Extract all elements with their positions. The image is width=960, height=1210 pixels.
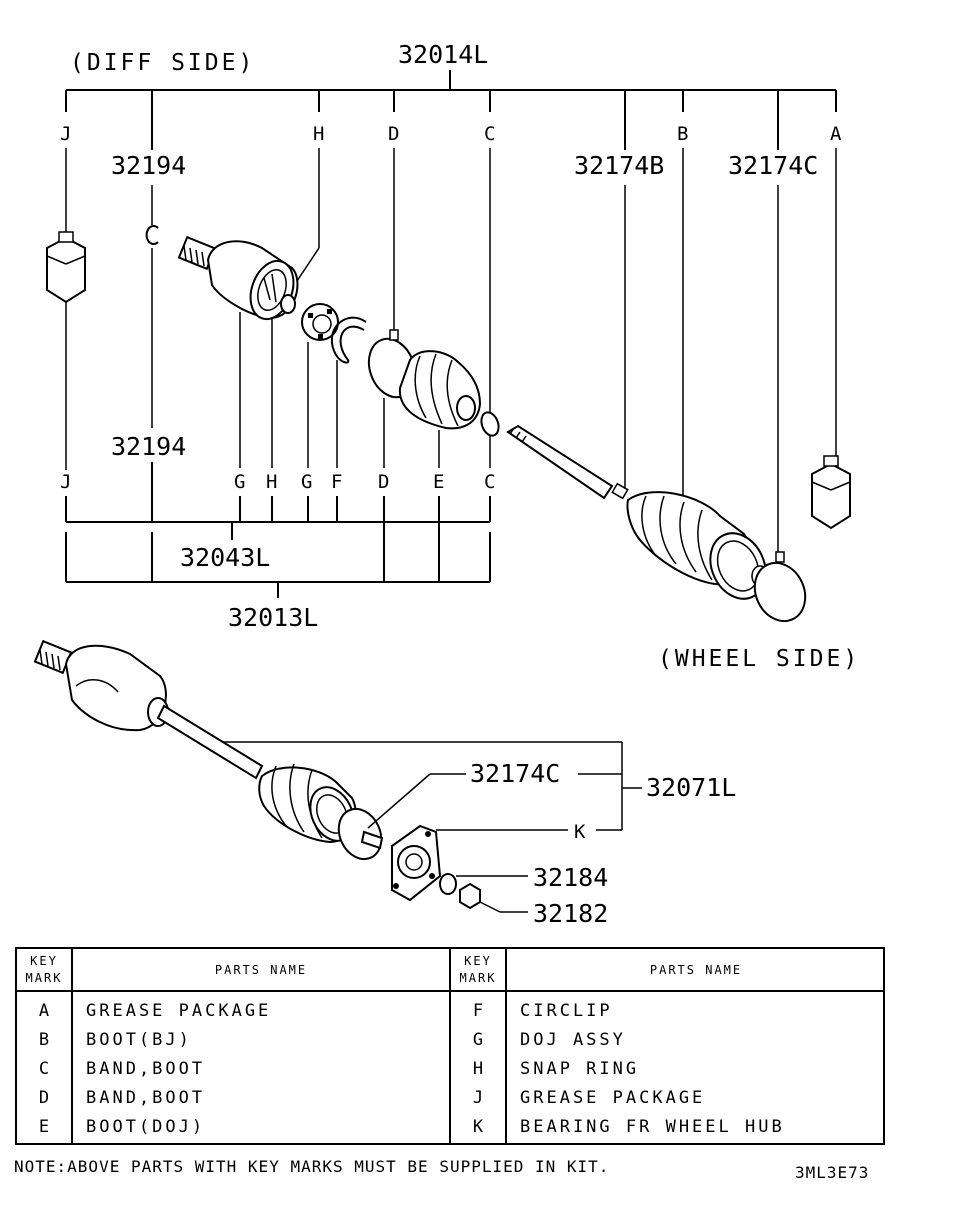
snap-ring-32194-part[interactable] — [145, 225, 159, 245]
table-header-key-left-1: KEY — [30, 954, 58, 968]
circlip-f-part[interactable] — [330, 316, 367, 364]
table-row-name: BEARING FR WHEEL HUB — [520, 1117, 785, 1137]
diff-side-label: (DIFF SIDE) — [70, 50, 255, 76]
band-boot-c-part[interactable] — [478, 410, 501, 438]
key-mark-bottom-j: J — [60, 471, 71, 493]
snap-ring-h-part[interactable] — [280, 294, 296, 314]
grease-package-j-part[interactable] — [46, 231, 86, 304]
part-number-32174C-lower[interactable]: 32174C — [470, 759, 560, 788]
boot-doj-e-part[interactable] — [398, 350, 482, 430]
part-number-32014L[interactable]: 32014L — [398, 40, 488, 69]
bearing-fr-wheel-hub-part[interactable] — [391, 824, 442, 902]
table-header-key-right-1: KEY — [464, 954, 492, 968]
key-mark-parts-table — [15, 947, 885, 1145]
table-header-key-right-2: MARK — [460, 971, 497, 985]
table-row-name: BAND,BOOT — [86, 1059, 205, 1079]
key-mark-bottom-g2: G — [301, 471, 312, 493]
table-row-name: DOJ ASSY — [520, 1030, 626, 1050]
table-row-name: CIRCLIP — [520, 1001, 613, 1021]
driveshaft-assembly-lower[interactable] — [33, 639, 389, 866]
table-row-key: J — [473, 1088, 483, 1108]
key-mark-top-j: J — [60, 123, 71, 145]
key-mark-bottom-g1: G — [234, 471, 245, 493]
nut-32182-part[interactable] — [459, 882, 481, 910]
key-mark-top-a: A — [830, 123, 842, 145]
kit-32043L-bracket — [65, 462, 491, 540]
key-mark-top-h: H — [313, 123, 324, 145]
table-row-key: H — [473, 1059, 483, 1079]
table-row-key: E — [39, 1117, 49, 1137]
table-row-key: D — [39, 1088, 49, 1108]
table-row-key: A — [39, 1001, 49, 1021]
axle-shaft-part[interactable] — [506, 424, 629, 500]
part-number-32194-bottom[interactable]: 32194 — [111, 432, 186, 461]
bottom-leader-lines — [239, 312, 491, 468]
key-mark-top-d: D — [388, 123, 399, 145]
part-number-32194-top[interactable]: 32194 — [111, 151, 186, 180]
grease-package-a-part[interactable] — [811, 455, 851, 530]
table-row-key: C — [39, 1059, 49, 1079]
kit-note: NOTE:ABOVE PARTS WITH KEY MARKS MUST BE … — [14, 1157, 609, 1176]
wheel-side-label: (WHEEL SIDE) — [658, 646, 860, 672]
diagram-code: 3ML3E73 — [795, 1163, 869, 1182]
table-row-name: SNAP RING — [520, 1059, 639, 1079]
key-mark-bottom-f: F — [331, 471, 342, 493]
table-row-name: GREASE PACKAGE — [86, 1001, 271, 1021]
table-row-key: F — [473, 1001, 483, 1021]
key-mark-hub-k: K — [574, 821, 586, 843]
top-leader-lines — [65, 148, 837, 558]
part-number-32174C-top[interactable]: 32174C — [728, 151, 818, 180]
table-row-key: G — [473, 1030, 483, 1050]
doj-inner-cage-part[interactable] — [301, 303, 339, 341]
table-header-name-left: PARTS NAME — [215, 963, 307, 977]
key-mark-top-b: B — [677, 123, 688, 145]
key-mark-bottom-h: H — [266, 471, 277, 493]
part-number-32174B[interactable]: 32174B — [574, 151, 664, 180]
top-callout-bracket — [65, 70, 837, 150]
table-row-name: BAND,BOOT — [86, 1088, 205, 1108]
lower-callout-lines — [222, 741, 642, 913]
table-row-key: B — [39, 1030, 49, 1050]
part-number-32013L[interactable]: 32013L — [228, 603, 318, 632]
band-boot-c-wheel-part[interactable] — [746, 551, 815, 629]
table-row-name: BOOT(DOJ) — [86, 1117, 205, 1137]
part-number-32184[interactable]: 32184 — [533, 863, 608, 892]
key-mark-bottom-e: E — [433, 471, 444, 493]
table-header-name-right: PARTS NAME — [650, 963, 742, 977]
table-row-key: K — [473, 1117, 484, 1137]
washer-32184-part[interactable] — [439, 873, 457, 895]
table-row-name: GREASE PACKAGE — [520, 1088, 705, 1108]
table-header-key-left-2: MARK — [26, 971, 63, 985]
part-number-32043L[interactable]: 32043L — [180, 543, 270, 572]
part-number-32182[interactable]: 32182 — [533, 899, 608, 928]
key-mark-bottom-c: C — [484, 471, 495, 493]
key-mark-bottom-d: D — [378, 471, 389, 493]
part-number-32071L[interactable]: 32071L — [646, 773, 736, 802]
table-row-name: BOOT(BJ) — [86, 1030, 192, 1050]
key-mark-top-c: C — [484, 123, 495, 145]
assy-32013L-bracket — [65, 496, 491, 598]
doj-outer-race-part[interactable] — [177, 235, 301, 325]
